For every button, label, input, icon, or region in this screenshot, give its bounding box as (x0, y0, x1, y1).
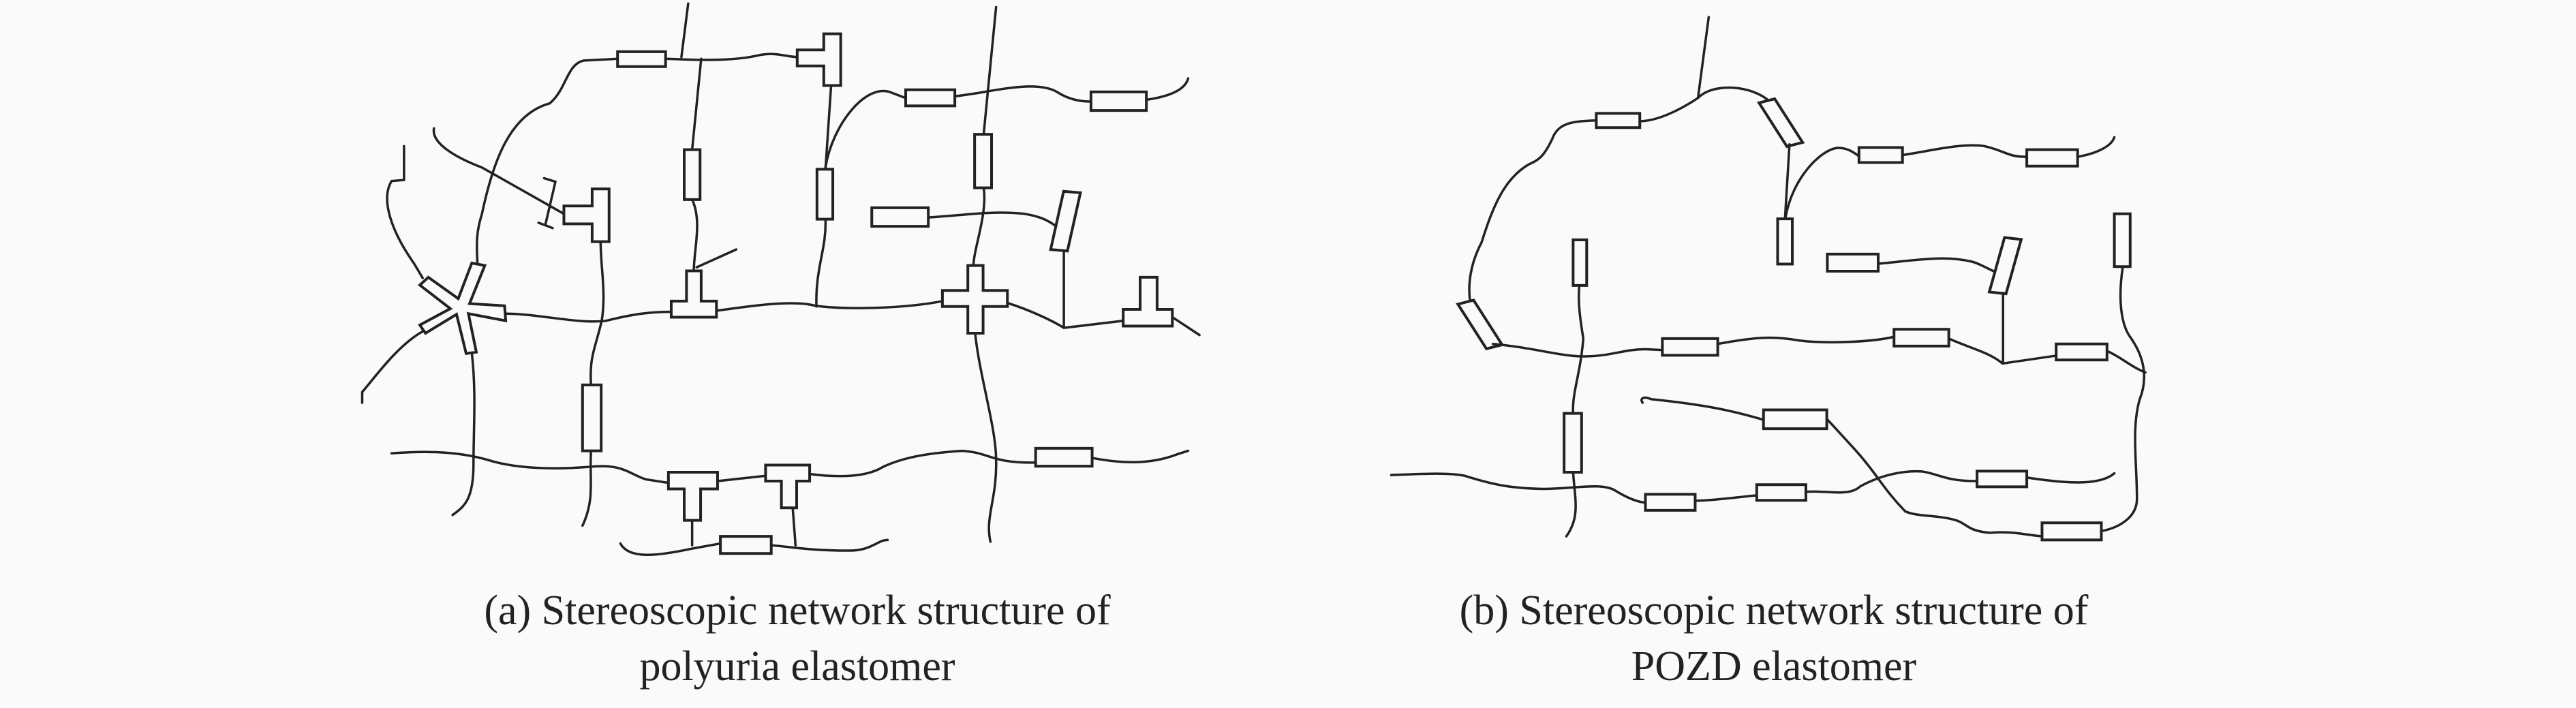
chain-segment (720, 536, 771, 553)
chain-segment (1827, 254, 1878, 271)
chain (692, 200, 737, 271)
chain-segment (1764, 410, 1827, 429)
chain-segment (1977, 471, 2027, 487)
chain-segment (1091, 92, 1146, 110)
caption-b-line1: (b) Stereoscopic network structure of (1459, 587, 2089, 634)
chain (1566, 472, 1576, 536)
t-junction (669, 472, 718, 521)
chain (718, 476, 765, 481)
chain (2078, 137, 2115, 157)
chain (692, 508, 796, 545)
chain (1092, 451, 1189, 463)
chain (504, 312, 671, 322)
chain-segment (684, 150, 700, 200)
chain (1573, 286, 1583, 414)
chain (955, 87, 1091, 102)
chain-segment (906, 90, 955, 106)
chain (1007, 303, 1199, 335)
chain (433, 128, 564, 214)
chain (1903, 145, 2027, 157)
chain-segment (617, 52, 665, 67)
chain-segment (1859, 148, 1903, 163)
t-junction (1123, 277, 1172, 326)
chain (816, 219, 825, 307)
chain (2027, 474, 2114, 482)
chain-segment (1662, 339, 1717, 356)
chain-segment (2042, 523, 2101, 540)
chain-segment (1646, 494, 1696, 510)
chain (591, 242, 604, 385)
chain (771, 540, 888, 551)
chain (1785, 144, 1790, 219)
caption-a-line2: polyuria elastomer (639, 643, 955, 690)
chain (363, 331, 423, 403)
chain-segment (975, 134, 992, 187)
chain (1640, 98, 1698, 121)
t-junction (671, 271, 716, 317)
chain (1698, 17, 1709, 98)
chain (716, 301, 942, 311)
t-junction (797, 34, 841, 86)
caption-b-line2: POZD elastomer (1631, 643, 1917, 690)
chain-segment (1458, 301, 1502, 349)
chain (692, 59, 701, 149)
chain (975, 333, 996, 542)
chain-segment (2056, 344, 2107, 360)
chain (387, 146, 423, 278)
chain (983, 7, 996, 134)
chain (620, 544, 720, 555)
pozd-network-diagram (1391, 17, 2145, 540)
chain (1827, 420, 2042, 537)
chain-segment (1777, 219, 1792, 264)
chain (1146, 78, 1188, 99)
polyurea-network-diagram (363, 3, 1200, 555)
chain (453, 353, 474, 515)
chain (973, 188, 984, 266)
chain (825, 86, 831, 170)
star-junction (420, 263, 506, 354)
chain (2107, 351, 2145, 372)
chain (1391, 474, 1645, 502)
chain (666, 54, 797, 60)
chain (477, 59, 617, 264)
t-junction (564, 189, 609, 241)
chain (681, 3, 688, 57)
chain-segment (817, 169, 833, 219)
chain-segment (1036, 448, 1092, 466)
cross-junction (942, 266, 1007, 333)
chain (2102, 266, 2144, 531)
chain (1695, 495, 1756, 501)
chain-segment (1573, 240, 1586, 286)
caption-a-line1: (a) Stereoscopic network structure of (484, 587, 1111, 634)
chain (810, 451, 1036, 476)
chain-segment (2115, 214, 2130, 266)
chain (1642, 398, 1764, 420)
chain-segment (2027, 150, 2078, 166)
caption-a: (a) Stereoscopic network structure of po… (320, 583, 1274, 694)
chain (392, 452, 669, 482)
chain (1493, 344, 1663, 356)
chain-segment (583, 385, 601, 451)
chain-segment (1596, 113, 1640, 127)
chain (1469, 121, 1596, 303)
bracket (538, 179, 555, 228)
chain (583, 451, 591, 526)
chain-segment (1564, 414, 1582, 472)
caption-b: (b) Stereoscopic network structure of PO… (1297, 583, 2251, 694)
chain (1806, 472, 1977, 493)
chain (1698, 88, 1770, 102)
chain (1878, 258, 1999, 273)
chain (928, 213, 1059, 228)
chain (1718, 337, 1895, 343)
chain-segment (1759, 99, 1803, 147)
chain-segment (1894, 329, 1948, 346)
t-junction (765, 465, 810, 508)
chain (825, 91, 906, 168)
chain-segment (1989, 238, 2021, 294)
chain (1785, 148, 1859, 217)
chain-segment (872, 208, 928, 226)
chain-segment (1051, 191, 1081, 251)
chain-segment (1757, 484, 1806, 500)
